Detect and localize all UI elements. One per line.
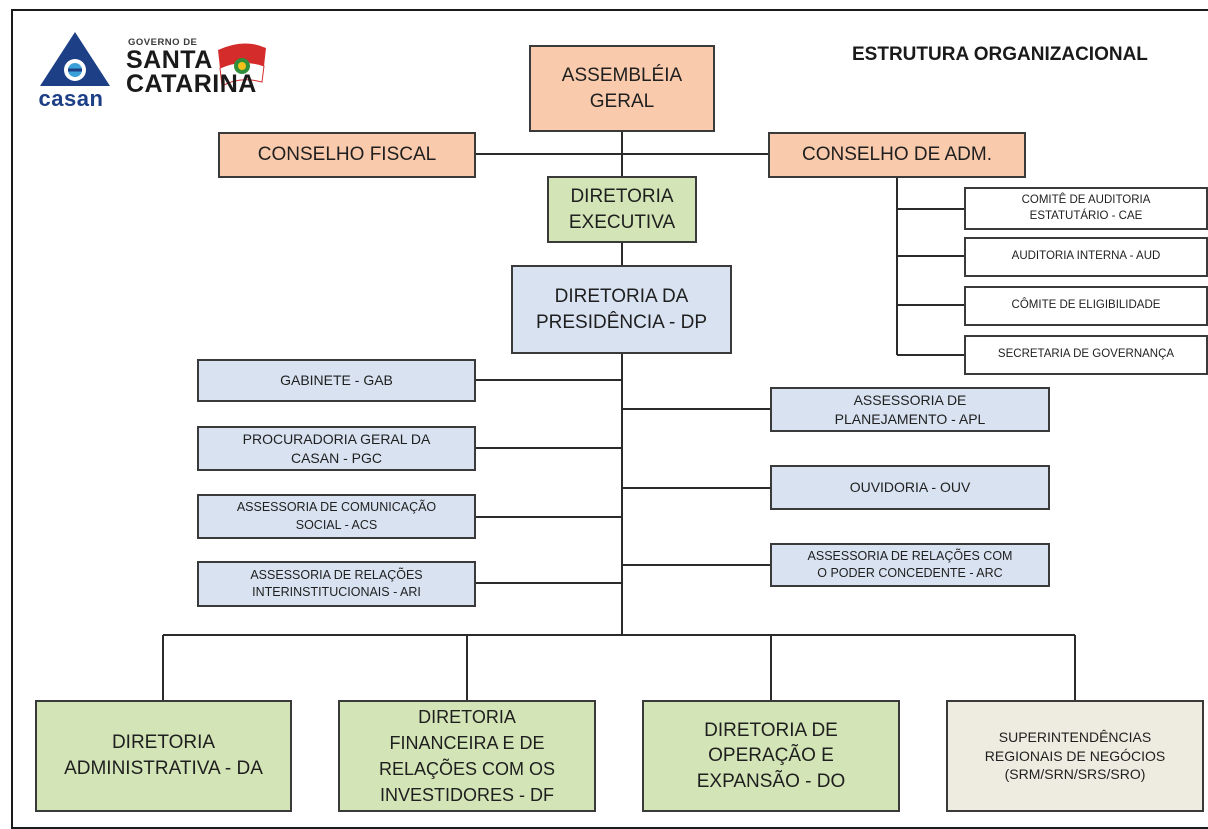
node-secretaria-governanca: SECRETARIA DE GOVERNANÇA: [964, 335, 1208, 375]
node-auditoria-interna: AUDITORIA INTERNA - AUD: [964, 237, 1208, 277]
node-diretoria-executiva: DIRETORIA EXECUTIVA: [547, 176, 697, 243]
node-assessoria-relacoes-inst: ASSESSORIA DE RELAÇÕES INTERINSTITUCIONA…: [197, 561, 476, 607]
node-assembleia-geral: ASSEMBLÉIA GERAL: [529, 45, 715, 132]
node-comite-auditoria: COMITÊ DE AUDITORIA ESTATUTÁRIO - CAE: [964, 187, 1208, 230]
node-diretoria-presidencia: DIRETORIA DA PRESIDÊNCIA - DP: [511, 265, 732, 354]
governo-de-text: GOVERNO DE: [128, 37, 198, 48]
node-conselho-adm: CONSELHO DE ADM.: [768, 132, 1026, 178]
node-gabinete: GABINETE - GAB: [197, 359, 476, 402]
santa-text: SANTA: [126, 46, 213, 74]
node-diretoria-operacao: DIRETORIA DE OPERAÇÃO E EXPANSÃO - DO: [642, 700, 900, 812]
node-diretoria-financeira: DIRETORIA FINANCEIRA E DE RELAÇÕES COM O…: [338, 700, 596, 812]
node-ouvidoria: OUVIDORIA - OUV: [770, 465, 1050, 510]
casan-logo-icon: [40, 32, 110, 86]
node-assessoria-comunicacao: ASSESSORIA DE COMUNICAÇÃO SOCIAL - ACS: [197, 494, 476, 539]
page-title: ESTRUTURA ORGANIZACIONAL: [852, 44, 1148, 65]
node-conselho-fiscal: CONSELHO FISCAL: [218, 132, 476, 178]
node-superintendencias: SUPERINTENDÊNCIAS REGIONAIS DE NEGÓCIOS …: [946, 700, 1204, 812]
org-chart-canvas: casan GOVERNO DE SANTA CATARINA ESTRUTUR…: [11, 9, 1208, 829]
node-assessoria-poder-concedente: ASSESSORIA DE RELAÇÕES COM O PODER CONCE…: [770, 543, 1050, 587]
node-procuradoria: PROCURADORIA GERAL DA CASAN - PGC: [197, 426, 476, 471]
santa-catarina-flag-icon: [218, 43, 266, 87]
node-comite-elegibilidade: CÔMITE DE ELIGIBILIDADE: [964, 286, 1208, 326]
catarina-text: CATARINA: [126, 70, 257, 98]
casan-logo-text: casan: [38, 86, 104, 111]
node-assessoria-planejamento: ASSESSORIA DE PLANEJAMENTO - APL: [770, 387, 1050, 432]
node-diretoria-administrativa: DIRETORIA ADMINISTRATIVA - DA: [35, 700, 292, 812]
